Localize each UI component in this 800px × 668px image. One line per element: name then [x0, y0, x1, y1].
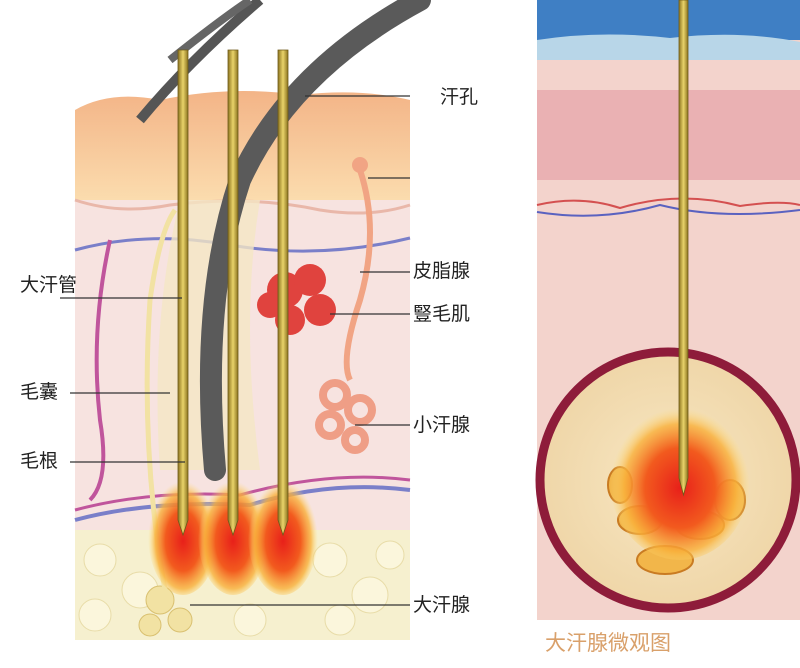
leader-lines	[60, 95, 410, 606]
skin-cross-section	[74, 0, 431, 640]
needle	[277, 49, 289, 537]
label-sebaceous-gland: 皮脂腺	[413, 260, 471, 282]
label-eccrine-gland: 小汗腺	[413, 414, 471, 436]
label-hair-follicle: 毛囊	[20, 381, 59, 403]
caption-micro-view: 大汗腺微观图	[545, 631, 671, 655]
needle	[177, 49, 189, 537]
needle	[227, 49, 239, 537]
eccrine-gland	[315, 379, 376, 454]
label-hair-root: 毛根	[20, 450, 59, 472]
hair-shaft	[199, 0, 431, 481]
label-sweat-pore: 汗孔	[440, 86, 479, 108]
micro-view-panel	[535, 0, 800, 620]
eccrine-duct	[343, 169, 373, 382]
needle	[678, 0, 689, 497]
epidermis-layer	[75, 91, 410, 200]
label-apocrine-gland: 大汗腺	[413, 594, 471, 616]
label-arrector-pili: 豎毛肌	[413, 303, 471, 325]
apocrine-gland	[138, 585, 193, 637]
label-apocrine-duct: 大汗管	[20, 274, 78, 296]
